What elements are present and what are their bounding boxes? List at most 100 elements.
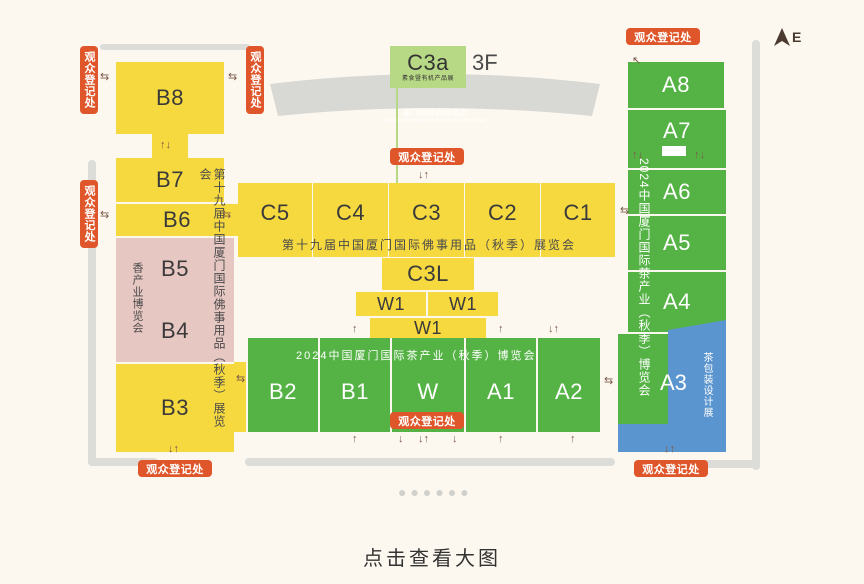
- b8-connector: [152, 134, 188, 158]
- arrow-icon: ↑↓: [632, 149, 643, 161]
- hall-c5-label: C5: [260, 200, 290, 225]
- hall-c3[interactable]: C3: [389, 183, 464, 257]
- arrow-icon: ⇆: [222, 209, 232, 221]
- hall-b5[interactable]: B5: [116, 236, 234, 300]
- arrow-icon: ↓↑: [664, 443, 675, 455]
- b3-extension: [234, 362, 246, 432]
- hall-a8-label: A8: [662, 72, 690, 97]
- hall-b1-label: B1: [341, 379, 369, 404]
- hall-b2-label: B2: [269, 379, 297, 404]
- hall-a8[interactable]: A8: [628, 62, 724, 108]
- hall-c1[interactable]: C1: [541, 183, 615, 257]
- hall-b4[interactable]: B4: [116, 300, 234, 362]
- outer-road-left: [88, 160, 96, 465]
- arrow-icon: ↑↓: [160, 139, 171, 151]
- hall-w1-bottom[interactable]: W1: [370, 316, 486, 338]
- hall-b4-label: B4: [161, 318, 189, 343]
- hall-c3a[interactable]: C3a 素食暨有机产品展: [390, 46, 466, 88]
- arrow-icon: ↓↑: [418, 433, 429, 445]
- outer-road-top-left: [100, 44, 250, 50]
- arrow-icon: ↑: [352, 433, 358, 445]
- arrow-icon: ⇆: [100, 71, 110, 83]
- outer-road-bottom: [245, 458, 615, 466]
- outer-road-right-bottom: [700, 460, 758, 468]
- hall-w1-right-label: W1: [449, 293, 477, 314]
- arrow-icon: ⇆: [228, 71, 238, 83]
- hall-w1-left[interactable]: W1: [356, 292, 426, 316]
- arrow-icon: ↓↑: [548, 323, 559, 335]
- registration-label: 观众登记处: [83, 185, 95, 243]
- hall-b7[interactable]: B7: [116, 158, 224, 202]
- arrow-icon: ⇆: [620, 205, 630, 217]
- hall-c4-label: C4: [335, 200, 366, 225]
- view-large-map-link[interactable]: 点击查看大图: [363, 548, 501, 570]
- hall-a3-blue[interactable]: [618, 320, 726, 452]
- hall-a5[interactable]: A5: [628, 216, 726, 270]
- arrow-icon: ↑: [570, 433, 576, 445]
- hall-b5-label: B5: [161, 256, 189, 281]
- hall-a1[interactable]: A1: [466, 338, 536, 432]
- hall-a2[interactable]: A2: [538, 338, 600, 432]
- hall-a2-label: A2: [555, 379, 583, 404]
- hotel-label: 厦门国际会展酒店 Xiamen International Conference…: [370, 108, 500, 126]
- compass: E: [774, 28, 801, 46]
- registration-left-middle[interactable]: 观众登记处: [80, 180, 98, 248]
- hall-b6[interactable]: B6: [116, 202, 238, 236]
- arrow-icon: ⇆: [100, 209, 110, 221]
- hotel-arc: [270, 74, 600, 116]
- outer-road-right: [752, 40, 760, 470]
- hall-a1-label: A1: [487, 379, 515, 404]
- registration-label: 观众登记处: [83, 51, 95, 109]
- registration-left-top-1[interactable]: 观众登记处: [80, 46, 98, 114]
- hall-c3l-label: C3L: [407, 261, 449, 286]
- hall-b8[interactable]: B8: [116, 62, 224, 134]
- hotel-name: 厦门国际会展酒店: [403, 108, 467, 117]
- incense-expo-label: 香产业博览会: [131, 262, 143, 334]
- arrow-icon: ↓: [398, 433, 404, 445]
- hall-w1-bottom-label: W1: [414, 317, 442, 338]
- registration-right-top[interactable]: 观众登记处: [626, 28, 700, 45]
- hall-a6[interactable]: A6: [628, 170, 726, 214]
- hall-b3[interactable]: B3: [116, 362, 234, 452]
- registration-center-bottom[interactable]: 观众登记处: [390, 412, 464, 429]
- compass-label: E: [792, 29, 802, 45]
- registration-label: 观众登记处: [398, 151, 456, 164]
- registration-left-bottom[interactable]: 观众登记处: [138, 460, 212, 477]
- hall-w1-right[interactable]: W1: [428, 292, 498, 316]
- hall-c1-label: C1: [563, 200, 593, 225]
- hall-c3l[interactable]: C3L: [382, 258, 474, 290]
- hall-c4[interactable]: C4: [313, 183, 388, 257]
- registration-left-top-2[interactable]: 观众登记处: [246, 46, 264, 114]
- hall-b8-label: B8: [156, 85, 184, 110]
- arrow-icon: ↑↓: [694, 149, 705, 161]
- hall-w1-left-label: W1: [377, 293, 405, 314]
- arrow-icon: ↓↑: [418, 169, 429, 181]
- hall-c3a-subtitle: 素食暨有机产品展: [401, 76, 454, 82]
- arrow-icon: ↓↑: [168, 443, 179, 455]
- buddhist-expo-horizontal-label: 第十九届中国厦门国际佛事用品（秋季）展览会: [282, 238, 577, 252]
- hall-b1[interactable]: B1: [320, 338, 390, 432]
- c3a-connector: [396, 88, 398, 183]
- arrow-icon: ↑: [352, 323, 358, 335]
- buddhist-expo-vertical-label: 第十九届中国厦门国际佛事用品（秋季）展览会: [198, 168, 226, 428]
- hall-a7-label: A7: [663, 118, 691, 143]
- hall-a3-shape: [618, 320, 726, 452]
- hall-a3-green: [618, 334, 668, 424]
- a7-white-marker: [662, 146, 686, 156]
- hall-b2[interactable]: B2: [248, 338, 318, 432]
- hall-a3-label: A3: [660, 370, 687, 395]
- hotel-name-en: Xiamen International Conference Center H…: [383, 118, 487, 124]
- hall-a7[interactable]: A7: [628, 110, 726, 168]
- c3a-floor: 3F: [472, 50, 498, 75]
- hall-b7-label: B7: [156, 167, 184, 192]
- arrow-icon: ⇆: [236, 373, 246, 385]
- registration-center-top[interactable]: 观众登记处: [390, 148, 464, 165]
- arrow-icon: ↑: [498, 433, 504, 445]
- registration-label: 观众登记处: [249, 51, 261, 109]
- hall-c5[interactable]: C5: [238, 183, 312, 257]
- registration-label: 观众登记处: [398, 415, 456, 428]
- hall-c3-label: C3: [411, 200, 442, 225]
- hall-a4[interactable]: A4: [628, 272, 726, 332]
- hall-c2[interactable]: C2: [465, 183, 540, 257]
- registration-right-bottom[interactable]: 观众登记处: [634, 460, 708, 477]
